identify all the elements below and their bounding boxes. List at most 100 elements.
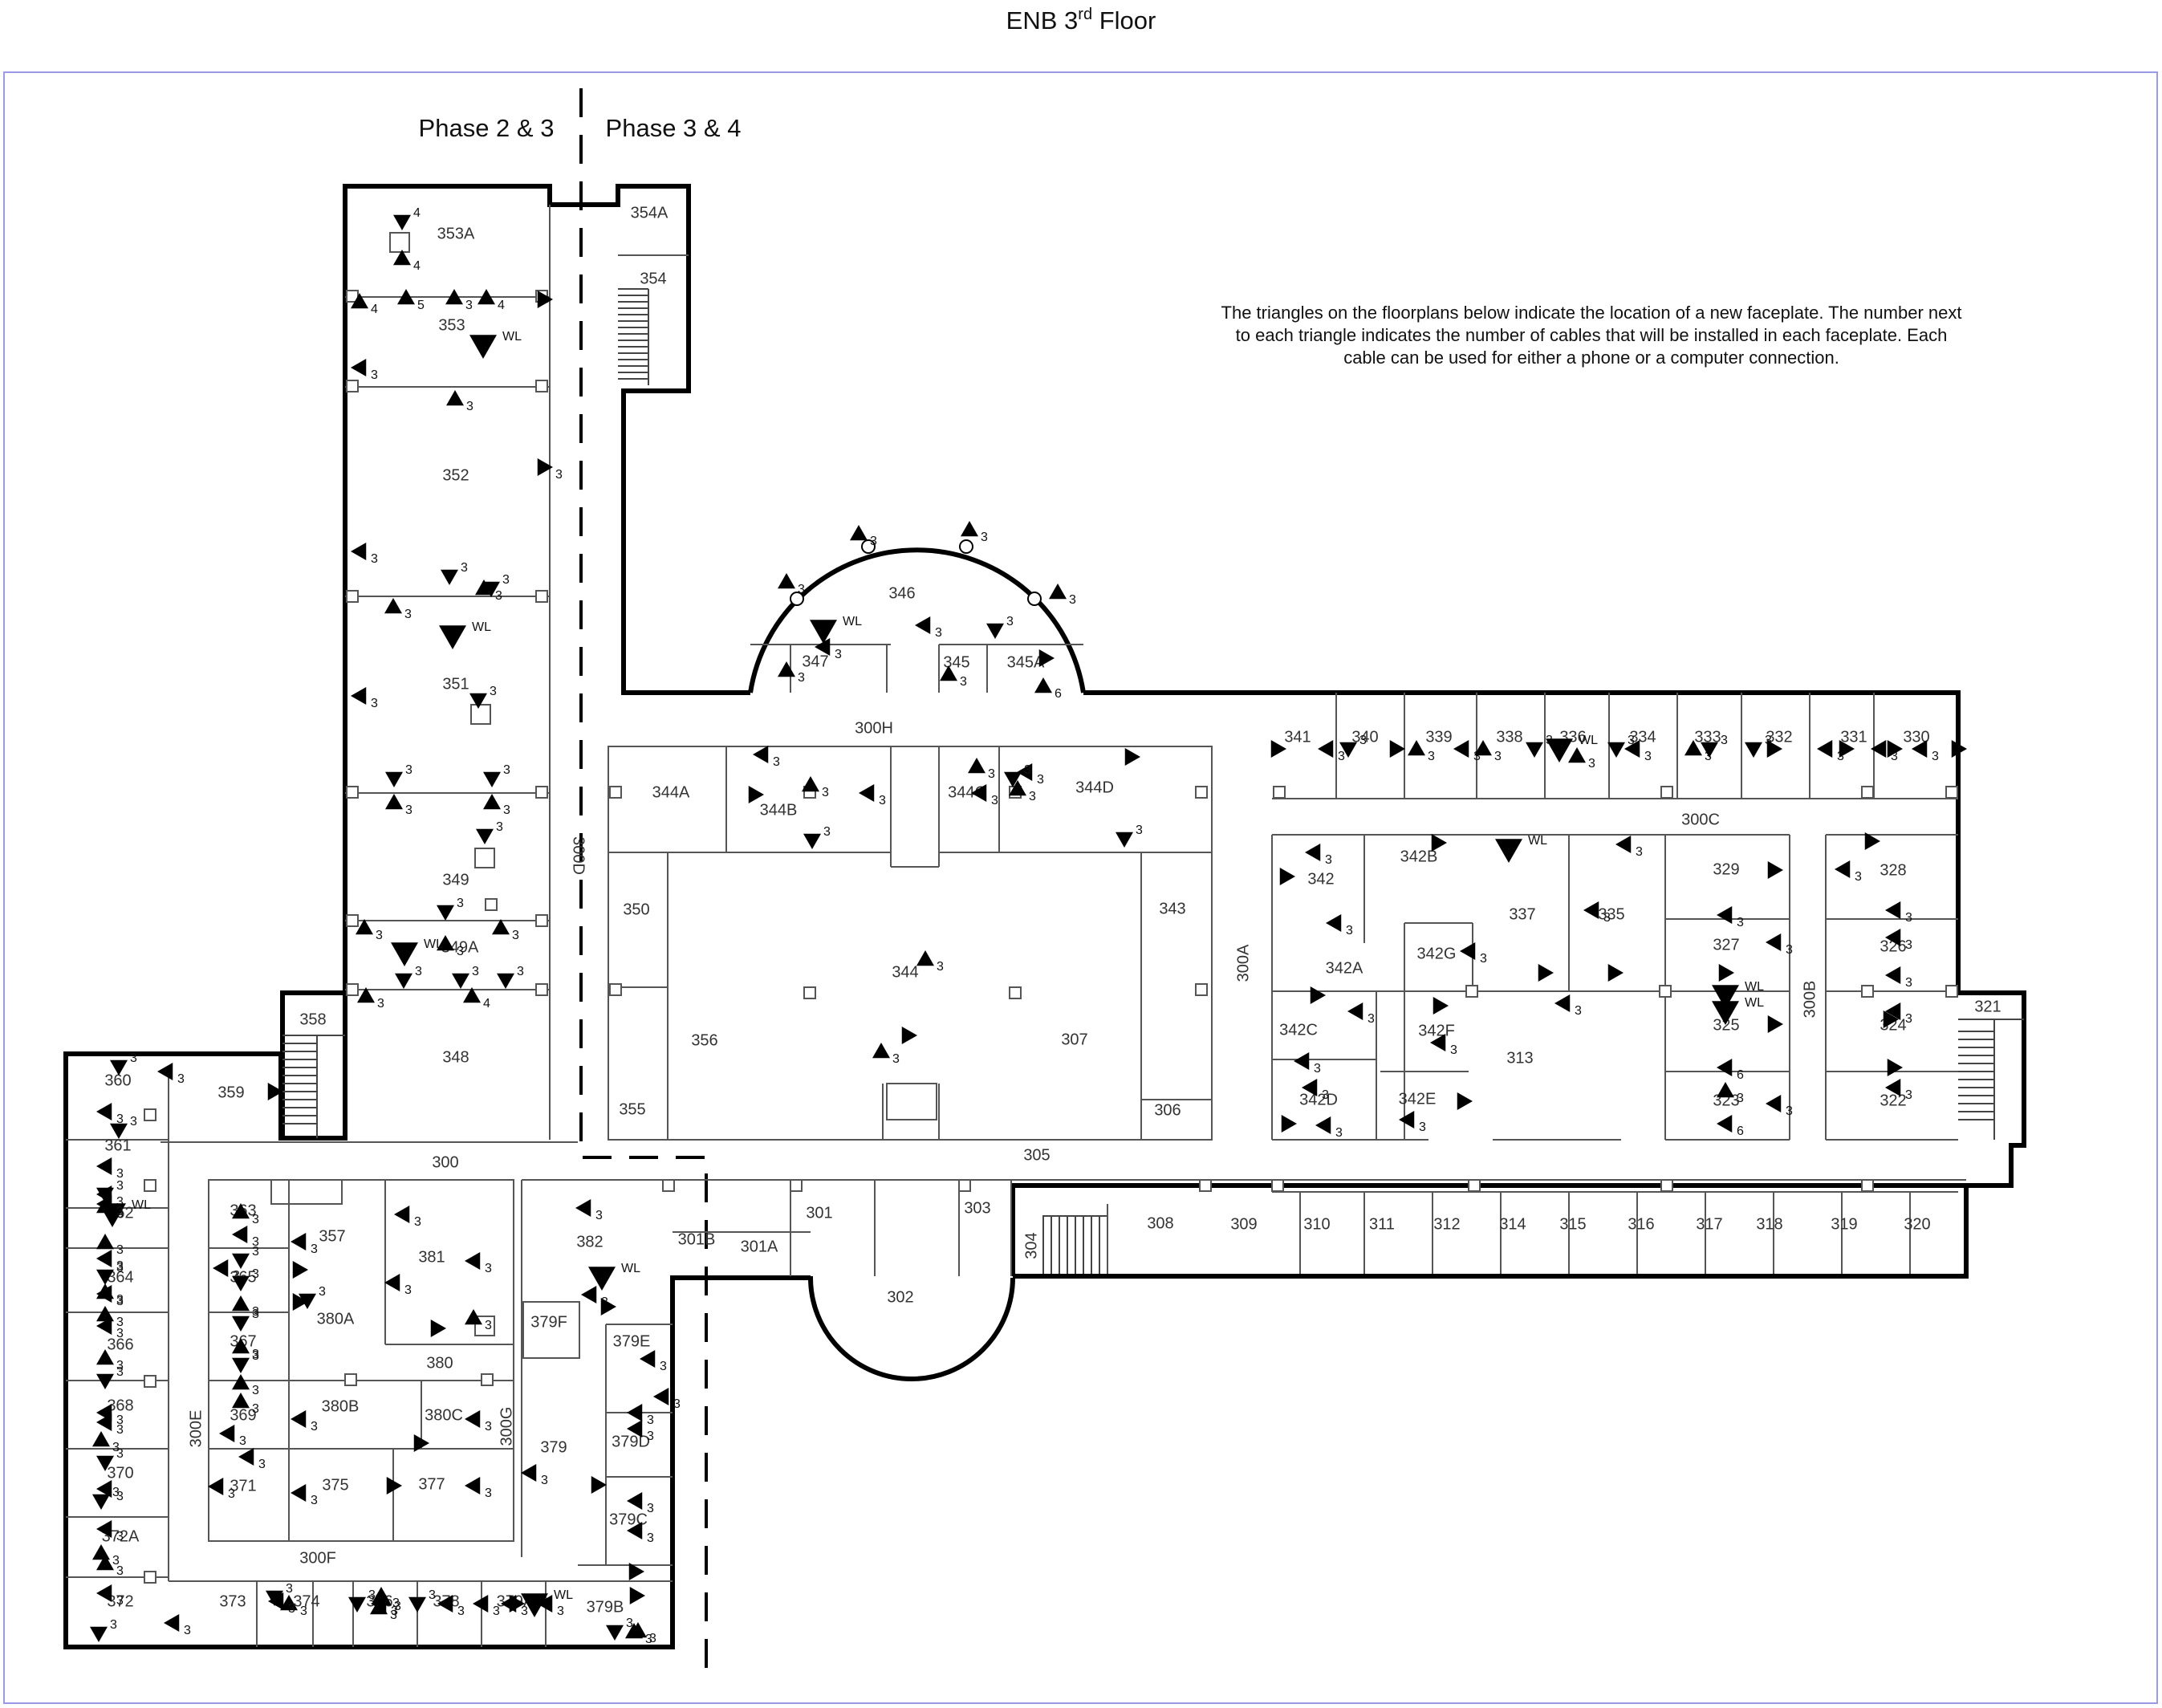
room-label: 380A bbox=[317, 1310, 355, 1328]
cable-count: 3 bbox=[1338, 750, 1345, 763]
faceplate-triangle-icon bbox=[1554, 994, 1571, 1012]
room-label: 329 bbox=[1713, 860, 1739, 878]
faceplate: 3 bbox=[437, 897, 464, 921]
faceplate: 3 bbox=[1871, 740, 1898, 763]
faceplate: 3 bbox=[213, 1259, 240, 1283]
faceplate-triangle-icon bbox=[157, 1063, 173, 1080]
faceplate: 3 bbox=[232, 1349, 259, 1373]
faceplate: 3 bbox=[1004, 763, 1031, 787]
room-label: 369 bbox=[230, 1406, 256, 1424]
faceplate: 3 bbox=[778, 573, 805, 596]
faceplate-triangle-icon bbox=[110, 1059, 128, 1076]
cable-count: 3 bbox=[823, 825, 831, 839]
room-label: 345 bbox=[943, 653, 969, 671]
cable-count: 3 bbox=[116, 1195, 124, 1209]
faceplate-triangle-icon bbox=[1583, 901, 1599, 919]
room-label: 342C bbox=[1279, 1021, 1318, 1039]
faceplate-triangle-icon bbox=[110, 1123, 128, 1139]
room-label: 356 bbox=[691, 1031, 717, 1049]
cable-count: 3 bbox=[252, 1384, 259, 1397]
faceplate-triangle-icon bbox=[408, 1596, 426, 1612]
cable-count: 3 bbox=[112, 1441, 120, 1454]
room-label: 375 bbox=[322, 1476, 348, 1494]
room-label: 353 bbox=[438, 316, 465, 334]
room-label: 300D bbox=[570, 836, 587, 875]
faceplate bbox=[1767, 1015, 1783, 1033]
faceplate-triangle-icon bbox=[1009, 780, 1026, 796]
faceplate: 3 bbox=[299, 1285, 326, 1309]
faceplate-triangle-icon bbox=[627, 1492, 643, 1510]
room-label: 308 bbox=[1147, 1214, 1173, 1232]
faceplate: 3 bbox=[482, 573, 510, 597]
faceplate-triangle-icon bbox=[232, 1338, 250, 1354]
faceplate-triangle-icon bbox=[1766, 933, 1782, 951]
faceplate: 3 bbox=[1607, 734, 1635, 758]
faceplate: 3 bbox=[753, 746, 780, 769]
faceplate: 3 bbox=[291, 1233, 318, 1256]
faceplate-triangle-icon bbox=[232, 1316, 250, 1332]
faceplate: 3 bbox=[232, 1338, 259, 1361]
faceplate-triangle-icon bbox=[1546, 738, 1573, 762]
faceplate bbox=[1431, 834, 1447, 852]
cable-count: 4 bbox=[371, 303, 378, 316]
cable-count: 3 bbox=[116, 1295, 124, 1308]
faceplate: 3 bbox=[351, 359, 378, 382]
faceplate bbox=[413, 1434, 429, 1452]
faceplate: 3 bbox=[110, 1115, 137, 1139]
faceplate bbox=[1887, 1059, 1903, 1076]
room-label: 338 bbox=[1496, 728, 1522, 746]
room-label: 344C bbox=[948, 783, 986, 801]
cable-count: 3 bbox=[991, 794, 998, 807]
faceplate-triangle-icon bbox=[232, 1253, 250, 1269]
faceplate-triangle-icon bbox=[1116, 832, 1133, 848]
faceplate-triangle-icon bbox=[627, 1522, 643, 1539]
faceplate-triangle-icon bbox=[1430, 1034, 1446, 1051]
faceplate: 3 bbox=[96, 1306, 124, 1329]
faceplate-triangle-icon bbox=[1885, 1002, 1901, 1020]
faceplate: 3 bbox=[940, 665, 967, 689]
faceplate: 3 bbox=[1701, 734, 1728, 758]
faceplate-triangle-icon bbox=[96, 1187, 114, 1203]
room-label: 366 bbox=[107, 1336, 133, 1353]
cable-count: 3 bbox=[1644, 750, 1652, 763]
faceplate-triangle-icon bbox=[778, 661, 795, 677]
faceplate: 3 bbox=[96, 1285, 124, 1308]
room-label: 333 bbox=[1694, 728, 1721, 746]
room-label: 357 bbox=[319, 1227, 345, 1245]
faceplate-triangle-icon bbox=[810, 620, 837, 644]
faceplate: 3 bbox=[473, 1595, 500, 1618]
cable-count: 3 bbox=[116, 1293, 124, 1307]
cable-count: 3 bbox=[110, 1618, 117, 1632]
faceplate-triangle-icon bbox=[1326, 914, 1342, 932]
faceplate: 3 bbox=[778, 661, 805, 685]
faceplate-triangle-icon bbox=[1433, 997, 1449, 1015]
cable-count: 3 bbox=[773, 755, 780, 769]
faceplate-triangle-icon bbox=[537, 458, 553, 476]
faceplate-triangle-icon bbox=[1538, 964, 1554, 982]
cable-count: 3 bbox=[184, 1624, 191, 1637]
faceplate-triangle-icon bbox=[1607, 964, 1624, 982]
faceplate-triangle-icon bbox=[915, 616, 931, 634]
stairs-304 bbox=[1042, 1215, 1108, 1277]
faceplate bbox=[1607, 964, 1624, 982]
faceplate-triangle-icon bbox=[268, 1592, 284, 1610]
faceplate-triangle-icon bbox=[96, 1285, 112, 1303]
faceplate-triangle-icon bbox=[1453, 740, 1469, 758]
room-label: 379E bbox=[613, 1332, 651, 1350]
cable-count: 3 bbox=[1428, 750, 1435, 763]
faceplate-triangle-icon bbox=[628, 1563, 644, 1580]
faceplate-triangle-icon bbox=[600, 1298, 616, 1316]
faceplate-triangle-icon bbox=[208, 1478, 224, 1495]
faceplate-triangle-icon bbox=[1431, 834, 1447, 852]
faceplate-triangle-icon bbox=[238, 1448, 254, 1466]
faceplate bbox=[1951, 740, 1967, 758]
faceplate: 3 bbox=[627, 1492, 654, 1515]
faceplate: 3 bbox=[164, 1614, 191, 1637]
faceplate: 4 bbox=[393, 206, 421, 230]
faceplate-triangle-icon bbox=[778, 573, 795, 589]
faceplate-triangle-icon bbox=[1717, 1059, 1733, 1076]
faceplate-triangle-icon bbox=[961, 521, 978, 537]
faceplate: 3 bbox=[280, 1595, 307, 1618]
faceplate-triangle-icon bbox=[439, 625, 466, 649]
